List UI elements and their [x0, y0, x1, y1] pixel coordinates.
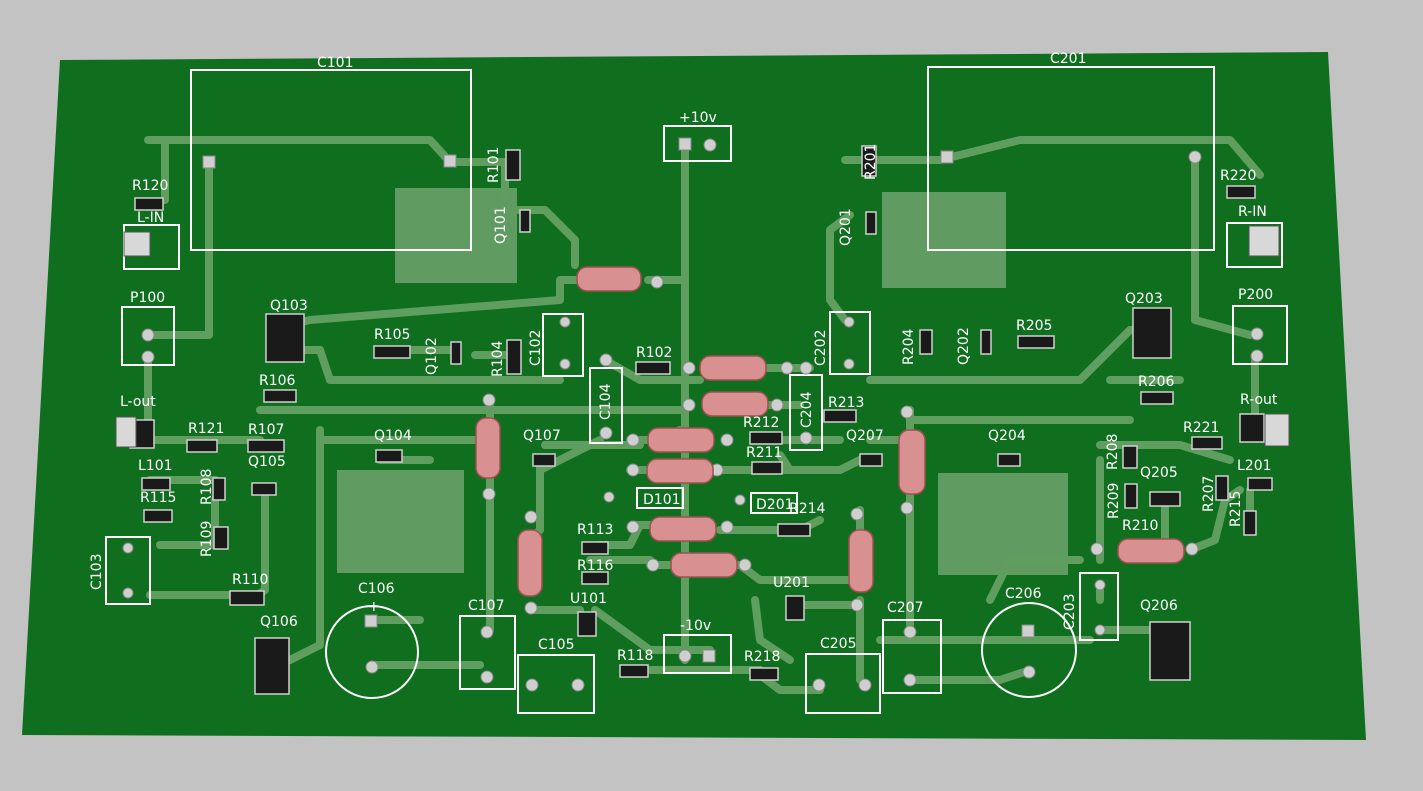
label-p100: P100: [130, 290, 165, 306]
label-c101: C101: [317, 55, 354, 71]
label-p200: P200: [1238, 287, 1273, 303]
label-q203: Q203: [1125, 291, 1163, 307]
label-r220: R220: [1220, 168, 1256, 184]
label-l201: L201: [1237, 458, 1272, 474]
label-r102: R102: [636, 345, 672, 361]
label-q204: Q204: [988, 428, 1026, 444]
label-r205: R205: [1016, 318, 1052, 334]
label-r207: R207: [1201, 476, 1217, 512]
smd-components: [129, 145, 1273, 695]
label-r121: R121: [188, 421, 224, 437]
label-q103: Q103: [270, 298, 308, 314]
label-r214: R214: [789, 501, 826, 517]
label-q104: Q104: [374, 428, 412, 444]
label-minus10v: -10v: [680, 618, 711, 634]
label-u101: U101: [570, 591, 607, 607]
label-r101: R101: [486, 147, 502, 183]
label-q102: Q102: [424, 337, 440, 375]
label-r206: R206: [1138, 374, 1175, 390]
label-r109: R109: [199, 521, 215, 557]
label-r104: R104: [490, 340, 506, 377]
label-d101: D101: [643, 492, 681, 508]
label-r118: R118: [617, 648, 653, 664]
label-c106: C106: [358, 581, 395, 597]
label-r-out: R-out: [1240, 392, 1278, 408]
silkscreen-outlines: [105, 66, 1288, 714]
label-l-in: L-IN: [137, 210, 164, 226]
label-r213: R213: [828, 395, 864, 411]
label-r209: R209: [1106, 483, 1122, 519]
label-c202: C202: [813, 330, 829, 367]
terminal-connectors: [115, 225, 1290, 448]
axial-resistors: [475, 266, 1185, 597]
label-q202: Q202: [956, 327, 972, 365]
label-r108: R108: [199, 469, 215, 505]
label-l101: L101: [138, 458, 173, 474]
label-q101: Q101: [493, 206, 509, 244]
label-c103: C103: [89, 554, 105, 591]
label-c205: C205: [820, 636, 857, 652]
label-c206: C206: [1005, 586, 1042, 602]
label-u201: U201: [773, 575, 810, 591]
label-q206: Q206: [1140, 598, 1178, 614]
label-q205: Q205: [1140, 465, 1178, 481]
label-c203: C203: [1062, 594, 1078, 631]
label-q201: Q201: [838, 208, 854, 246]
label-c105: C105: [538, 637, 575, 653]
label-r201: R201: [863, 144, 879, 180]
label-c207: C207: [887, 600, 924, 616]
label-q107: Q107: [523, 428, 561, 444]
label-r208: R208: [1105, 434, 1121, 470]
label-l-out: L-out: [120, 394, 156, 410]
label-c201: C201: [1050, 51, 1087, 67]
label-r110: R110: [232, 572, 268, 588]
label-r212: R212: [743, 415, 779, 431]
label-r215: R215: [1228, 491, 1244, 527]
label-r218: R218: [744, 649, 780, 665]
label-r120: R120: [132, 178, 168, 194]
label-d201: D201: [756, 497, 794, 513]
label-r211: R211: [746, 445, 782, 461]
label-c107: C107: [468, 598, 505, 614]
label-r106: R106: [259, 373, 296, 389]
label-r107: R107: [248, 422, 284, 438]
label-c204: C204: [799, 391, 815, 428]
label-r116: R116: [577, 558, 614, 574]
label-q105: Q105: [248, 454, 286, 470]
label-q106: Q106: [260, 614, 298, 630]
label-r210: R210: [1122, 518, 1158, 534]
label-r105: R105: [374, 327, 410, 343]
label-r-in: R-IN: [1238, 204, 1267, 220]
label-r204: R204: [901, 328, 917, 365]
label-c102: C102: [528, 330, 544, 367]
label-plus10v: +10v: [679, 110, 717, 126]
through-hole-pads: [122, 137, 1264, 692]
label-r113: R113: [577, 522, 613, 538]
label-r115: R115: [140, 490, 176, 506]
label-plus-mark: +: [368, 599, 380, 615]
label-c104: C104: [598, 383, 614, 420]
label-r221: R221: [1183, 420, 1219, 436]
label-q207: Q207: [846, 428, 884, 444]
